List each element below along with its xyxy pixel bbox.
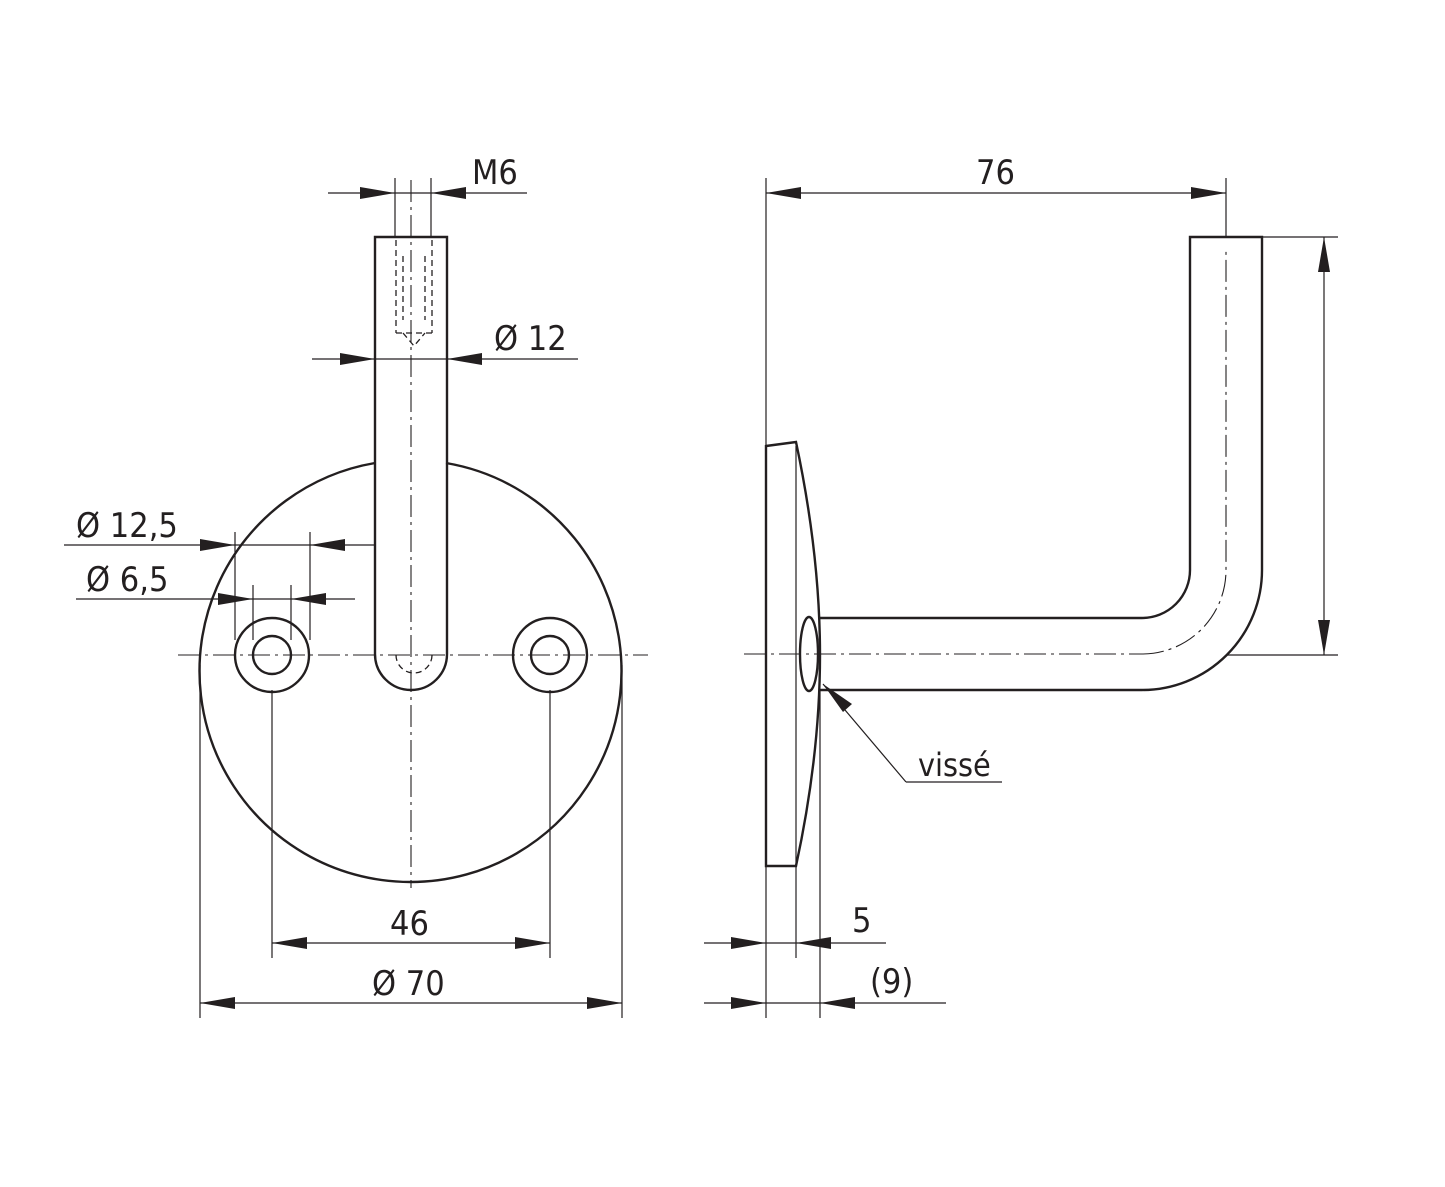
dim-inner-hole-diameter: Ø 6,5 bbox=[76, 560, 355, 605]
side-view: 76 69 vissé 5 (9) bbox=[704, 153, 1338, 1018]
threaded-bore-hidden bbox=[395, 240, 433, 348]
dim-height: 69 bbox=[1318, 237, 1330, 655]
weld-note-leader: vissé bbox=[822, 683, 1002, 784]
dim-m6: M6 bbox=[328, 153, 527, 199]
dim-overall-thickness: (9) bbox=[704, 962, 946, 1009]
dim-tube-diameter-label: Ø 12 bbox=[494, 319, 567, 359]
side-bend-centerline bbox=[1141, 250, 1227, 655]
dim-tube-diameter: Ø 12 bbox=[312, 319, 578, 365]
dim-m6-label: M6 bbox=[472, 153, 518, 193]
dim-plate-diameter-label: Ø 70 bbox=[372, 964, 445, 1004]
dim-reach: 76 bbox=[766, 153, 1226, 199]
dim-reach-label: 76 bbox=[976, 153, 1015, 193]
weld-note-label: vissé bbox=[918, 746, 991, 784]
dim-plate-diameter: Ø 70 bbox=[200, 964, 622, 1009]
front-extension-lines bbox=[199, 178, 623, 1018]
dim-outer-hole-diameter: Ø 12,5 bbox=[64, 506, 375, 551]
tube-outline bbox=[373, 235, 449, 692]
dim-outer-hole-diameter-label: Ø 12,5 bbox=[76, 506, 178, 546]
side-extension-lines bbox=[765, 178, 1338, 1018]
tube-end-hidden-circle bbox=[395, 654, 433, 674]
dim-plate-thickness-label: 5 bbox=[852, 901, 871, 941]
plate-profile bbox=[764, 440, 822, 868]
dim-plate-thickness: 5 bbox=[704, 901, 886, 949]
dim-hole-spacing-label: 46 bbox=[390, 904, 429, 944]
bent-tube-outline bbox=[820, 235, 1264, 692]
dim-hole-spacing: 46 bbox=[272, 904, 550, 949]
dim-inner-hole-diameter-label: Ø 6,5 bbox=[86, 560, 168, 600]
dim-overall-thickness-label: (9) bbox=[870, 962, 913, 1002]
front-view: M6 Ø 12 Ø 12,5 Ø 6,5 46 bbox=[64, 153, 648, 1018]
